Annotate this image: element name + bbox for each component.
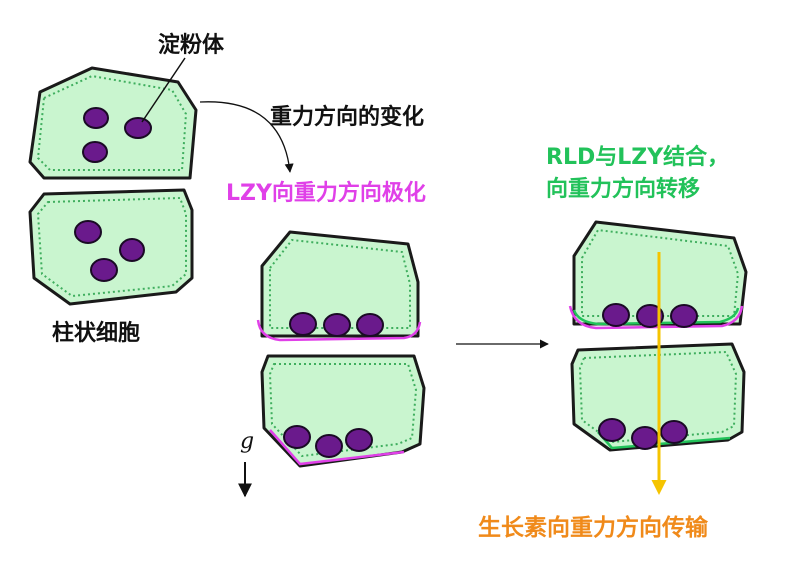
amyloplast (283, 425, 311, 449)
lzy-membrane (269, 429, 405, 466)
left-cell-top (28, 66, 198, 180)
amyloplast (119, 238, 145, 262)
auxin-transport-label: 生长素向重力方向传输 (478, 514, 709, 541)
amyloplast (289, 312, 317, 336)
gravity-change-label: 重力方向的变化 (270, 104, 424, 130)
middle-cell-top (256, 230, 422, 342)
amyloplast (315, 434, 343, 458)
amyloplast (598, 418, 626, 442)
amyloplast (82, 141, 108, 163)
amyloplast (323, 313, 351, 337)
amyloplast (74, 220, 102, 244)
rld-label-line1: RLD与LZY结合， (546, 144, 729, 170)
gravity-g-label: g (240, 429, 254, 454)
left-cell-bottom (28, 188, 194, 306)
columella-label: 柱状细胞 (52, 320, 140, 346)
amyloplast (356, 313, 384, 337)
amyloplast (124, 117, 152, 139)
rld-label-line2: 向重力方向转移 (546, 176, 700, 202)
lzy-polarize-label: LZY向重力方向极化 (226, 180, 426, 206)
amyloplast (631, 426, 659, 450)
amyloplast (90, 258, 118, 282)
amyloplast (636, 304, 664, 328)
gravity-change-arrow (199, 101, 294, 173)
amyloplast-pointer (141, 57, 186, 123)
amyloplast (602, 303, 630, 327)
amyloplast-label: 淀粉体 (158, 32, 225, 58)
lzy-membrane (256, 319, 422, 342)
amyloplast (345, 428, 373, 452)
middle-cell-bottom (260, 354, 426, 468)
amyloplast (660, 420, 688, 444)
amyloplast (670, 304, 698, 328)
amyloplast (83, 107, 109, 129)
